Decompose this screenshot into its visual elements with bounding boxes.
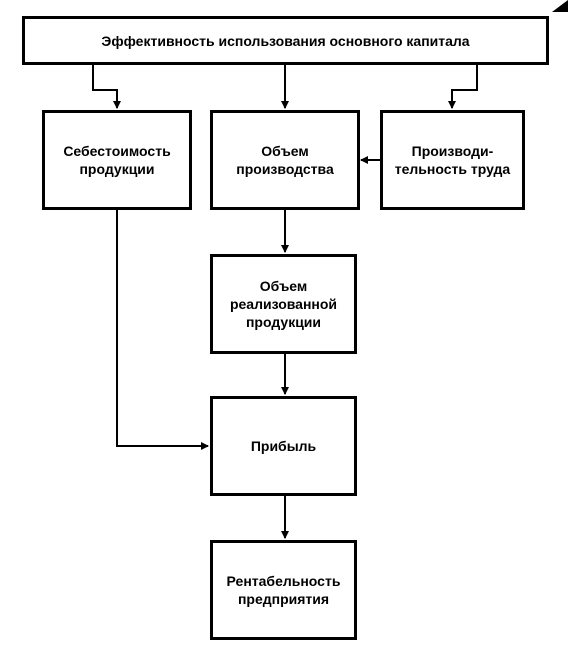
arrow-main-to-cost [92,64,121,109]
node-labor-productivity: Производи- тельность труда [380,110,525,210]
node-profit: Прибыль [210,396,357,496]
node-production-volume: Объем производства [210,110,360,210]
node-enterprise-profitability: Рентабельность предприятия [210,540,357,640]
node-production-cost: Себестоимость продукции [42,110,192,210]
node-sales-volume: Объем реализованной продукции [210,254,357,354]
corner-shape [552,0,568,12]
arrow-main-to-labor [448,64,478,109]
arrow-cost-to-profit [116,209,209,450]
node-main-capital-efficiency: Эффективность использования основного ка… [22,16,549,65]
